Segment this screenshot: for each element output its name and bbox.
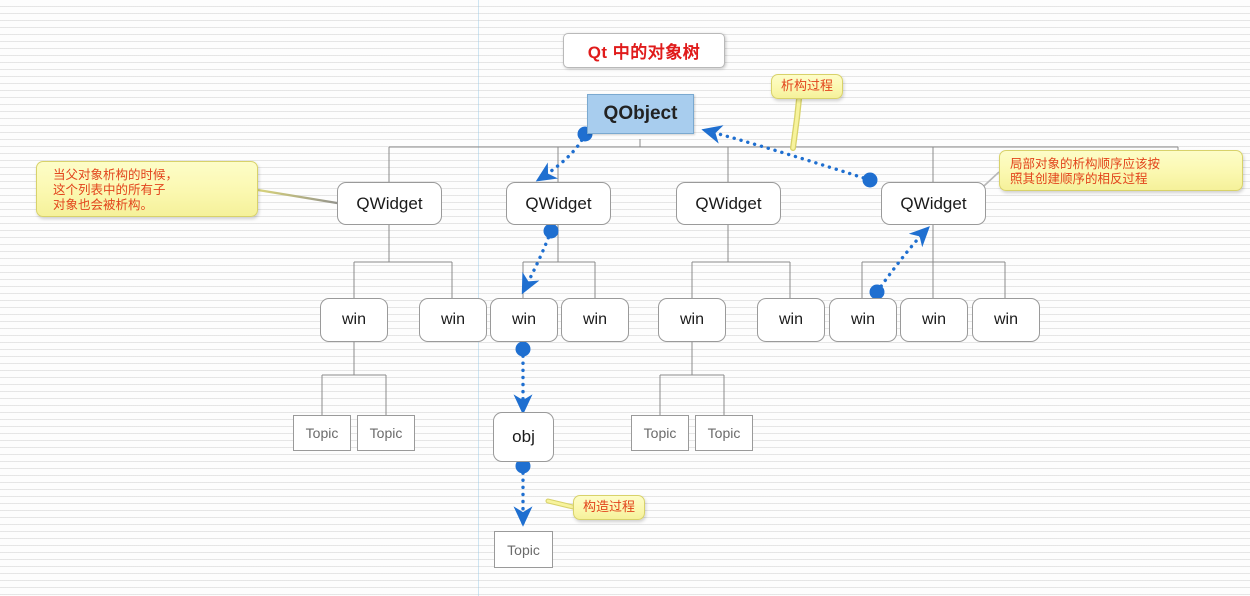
callout-construct-process: 构造过程 [573,495,645,520]
node-label: obj [512,427,535,446]
node-label: win [341,311,366,328]
callout-local-order: 局部对象的析构顺序应该按 照其创建顺序的相反过程 [999,150,1243,191]
callout-line: 这个列表中的所有子 [53,181,166,197]
node-win-4[interactable]: win [561,298,629,342]
callout-destruct-process: 析构过程 [771,74,843,99]
node-label: win [679,311,704,328]
node-label: win [582,311,607,328]
node-qwidget-2[interactable]: QWidget [506,182,611,225]
node-label: win [778,311,803,328]
node-win-8[interactable]: win [900,298,968,342]
node-win-2[interactable]: win [419,298,487,342]
node-qobject[interactable]: QObject [587,94,694,134]
node-label: Topic [643,425,677,441]
node-obj[interactable]: obj [493,412,554,462]
node-label: win [511,311,536,328]
node-qwidget-3[interactable]: QWidget [676,182,781,225]
node-win-1[interactable]: win [320,298,388,342]
node-qwidget-1[interactable]: QWidget [337,182,442,225]
node-topic-mid-2[interactable]: Topic [695,415,753,451]
node-label: Topic [305,425,339,441]
callout-line: 照其创建顺序的相反过程 [1010,170,1148,186]
node-win-7[interactable]: win [829,298,897,342]
node-label: QWidget [525,193,592,213]
callout-line: 局部对象的析构顺序应该按 [1010,155,1161,171]
callout-line: 析构过程 [780,79,833,94]
diagram-title: Qt 中的对象树 [563,33,725,68]
node-label: win [921,311,946,328]
node-label: QWidget [356,193,423,213]
callout-line: 对象也会被析构。 [53,196,154,212]
callout-line: 构造过程 [582,500,635,515]
node-label: Topic [369,425,403,441]
node-label: QObject [603,103,678,124]
node-topic-left-2[interactable]: Topic [357,415,415,451]
node-topic-bottom[interactable]: Topic [494,531,553,568]
node-label: Topic [707,425,741,441]
node-win-6[interactable]: win [757,298,825,342]
node-win-9[interactable]: win [972,298,1040,342]
callout-line: 当父对象析构的时候， [53,166,179,182]
node-win-3[interactable]: win [490,298,558,342]
node-label: QWidget [900,193,967,213]
node-label: win [440,311,465,328]
node-topic-mid-1[interactable]: Topic [631,415,689,451]
page-title: Qt 中的对象树 [587,43,701,62]
node-label: win [993,311,1018,328]
node-qwidget-4[interactable]: QWidget [881,182,986,225]
callout-parent-destruct: 当父对象析构的时候， 这个列表中的所有子 对象也会被析构。 [36,161,258,217]
node-label: win [850,311,875,328]
node-win-5[interactable]: win [658,298,726,342]
node-topic-left-1[interactable]: Topic [293,415,351,451]
node-label: Topic [507,541,540,558]
node-label: QWidget [695,193,762,213]
